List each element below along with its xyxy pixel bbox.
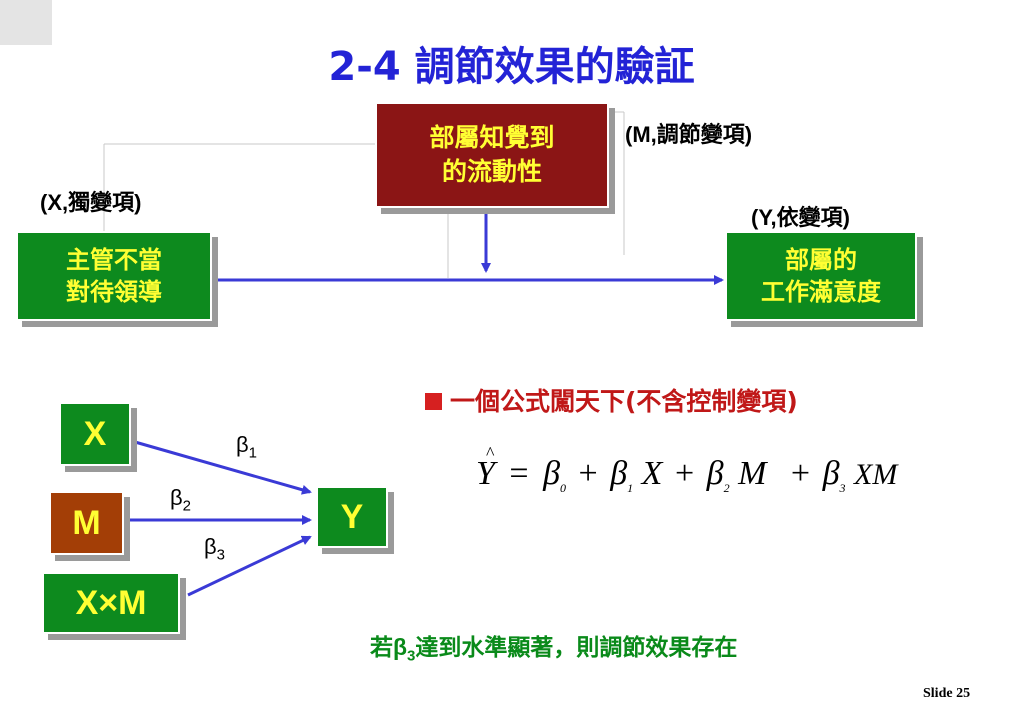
formula-m: M — [738, 455, 767, 492]
x-box-line2: 對待領導 — [66, 278, 162, 306]
note-beta: β — [393, 634, 408, 660]
xm-to-y-path — [187, 535, 312, 597]
formula-x: X — [641, 455, 663, 492]
placeholder-frame — [103, 111, 625, 278]
xm-node: X×M — [42, 572, 180, 634]
formula-plus3: + — [790, 455, 811, 492]
note-pre: 若 — [370, 635, 393, 661]
y-hat-symbol: ^ — [486, 443, 495, 463]
beta3-subscript: 3 — [216, 546, 225, 564]
x-box: 主管不當 對待領導 — [16, 231, 212, 321]
x-box-line1: 主管不當 — [66, 245, 162, 274]
moderator-box-line2: 的流動性 — [441, 157, 542, 186]
formula-beta1: β — [610, 455, 628, 492]
beta3-symbol: β — [204, 534, 217, 559]
significance-note: 若β3達到水準顯著，則調節效果存在 — [370, 628, 737, 665]
beta1-subscript: 1 — [248, 444, 257, 462]
m-node: M — [49, 491, 124, 555]
formula-plus2: + — [674, 455, 695, 492]
formula-beta2: β — [706, 455, 724, 492]
beta1-symbol: β — [236, 432, 249, 457]
corner-block — [0, 0, 52, 45]
moderator-box: 部屬知覺到 的流動性 — [375, 102, 609, 208]
beta2-label: β2 — [170, 485, 191, 514]
y-box: 部屬的 工作滿意度 — [725, 231, 917, 321]
formula-heading: 一個公式闖天下(不含控制變項) — [450, 387, 798, 416]
formula-xm: XM — [854, 458, 898, 491]
formula-sub3: 3 — [839, 480, 846, 495]
formula-beta0: β — [543, 455, 561, 492]
formula-sub2: 2 — [723, 480, 730, 495]
note-sub: 3 — [407, 647, 416, 665]
beta3-label: β3 — [204, 534, 225, 563]
formula-sub1: 1 — [627, 480, 634, 495]
y-node: Y — [316, 486, 388, 548]
formula-plus1: + — [578, 455, 598, 492]
x-node: X — [59, 402, 131, 466]
beta2-symbol: β — [170, 485, 183, 510]
beta1-label: β1 — [236, 432, 257, 461]
y-box-line2: 工作滿意度 — [761, 278, 881, 306]
moderator-box-line1: 部屬知覺到 — [429, 123, 555, 153]
x-to-y-path — [134, 440, 312, 495]
formula-equals: = — [509, 455, 529, 492]
note-post: 達到水準顯著，則調節效果存在 — [415, 635, 738, 661]
beta2-subscript: 2 — [182, 497, 191, 515]
y-label: (Y,依變項) — [751, 205, 851, 230]
moderator-label: (M,調節變項) — [625, 122, 753, 147]
formula-beta3: β — [822, 455, 840, 492]
page-title: 2-4 調節效果的驗証 — [328, 44, 695, 90]
x-label: (X,獨變項) — [40, 190, 142, 215]
formula-sub0: 0 — [560, 480, 567, 495]
slide-number: Slide 25 — [923, 686, 971, 701]
y-box-line1: 部屬的 — [785, 245, 857, 274]
regression-formula: Y = β0 + β1 X + β2 M + β3 XM — [476, 455, 897, 496]
formula-y: Y — [476, 455, 495, 492]
heading-bullet — [425, 393, 442, 410]
